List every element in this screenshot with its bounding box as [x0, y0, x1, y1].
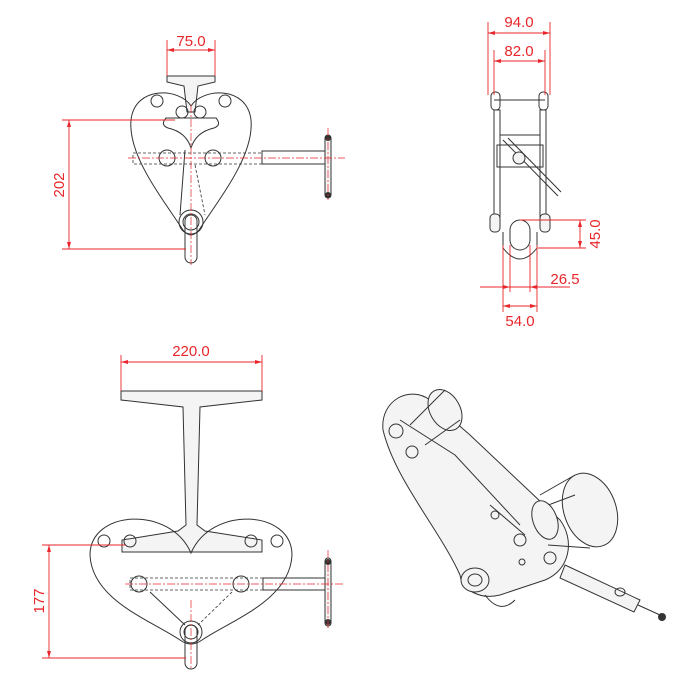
dim-202: 202	[51, 172, 68, 197]
hole	[150, 94, 164, 108]
dim-82: 82.0	[504, 43, 533, 60]
screw-bar	[129, 577, 264, 591]
dim-26-5: 26.5	[550, 271, 579, 288]
dim-177: 177	[31, 588, 48, 613]
dim-75: 75.0	[176, 33, 205, 50]
dim-220: 220.0	[172, 343, 210, 360]
front-view-small: 75.0 202	[51, 33, 345, 265]
side-view: 94.0 82.0 45.0 26.5 54.0	[480, 14, 604, 330]
roller	[193, 105, 207, 119]
hole	[218, 94, 232, 108]
rail-section	[120, 390, 263, 553]
eye	[509, 219, 531, 251]
screw-rod	[559, 564, 641, 613]
eye-boss	[460, 567, 490, 593]
front-view-large: 220.0 177	[31, 343, 345, 670]
screw-rod	[261, 150, 329, 165]
isometric-view	[382, 389, 666, 621]
beam-section	[166, 75, 216, 113]
roller	[175, 105, 189, 119]
screw	[502, 139, 559, 197]
dim-94: 94.0	[504, 14, 533, 31]
roller-drum	[561, 472, 619, 548]
dim-54: 54.0	[505, 313, 534, 330]
dim-45: 45.0	[587, 219, 604, 248]
